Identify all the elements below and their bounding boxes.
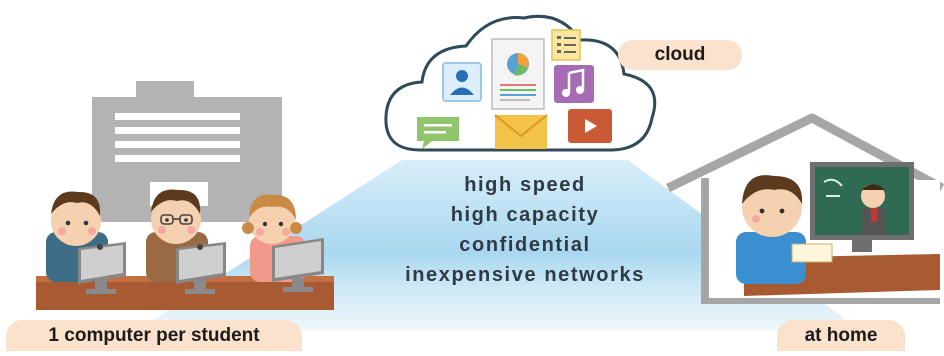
document-chart-icon (491, 38, 545, 110)
school-desk (36, 280, 334, 310)
notebook (791, 243, 833, 263)
mail-icon (494, 114, 548, 149)
video-icon (568, 109, 612, 143)
feature-item: confidential (459, 234, 591, 256)
checklist-icon (551, 29, 581, 61)
home-student-body (736, 232, 806, 284)
monitor-1 (78, 242, 126, 294)
chat-icon (417, 117, 459, 149)
feature-item: high capacity (450, 204, 600, 226)
home-label: at home (777, 320, 905, 351)
monitor-2 (176, 242, 226, 294)
music-icon (554, 65, 594, 103)
feature-item: high speed (464, 174, 586, 196)
contact-card-icon (442, 62, 482, 102)
house (666, 113, 944, 304)
school-label: 1 computer per student (6, 320, 302, 351)
monitor-3 (272, 238, 324, 292)
student-1 (46, 191, 108, 282)
features-list: high speed high capacity confidential in… (360, 170, 690, 290)
feature-item: inexpensive networks (405, 264, 645, 286)
cloud-label: cloud (618, 40, 742, 70)
